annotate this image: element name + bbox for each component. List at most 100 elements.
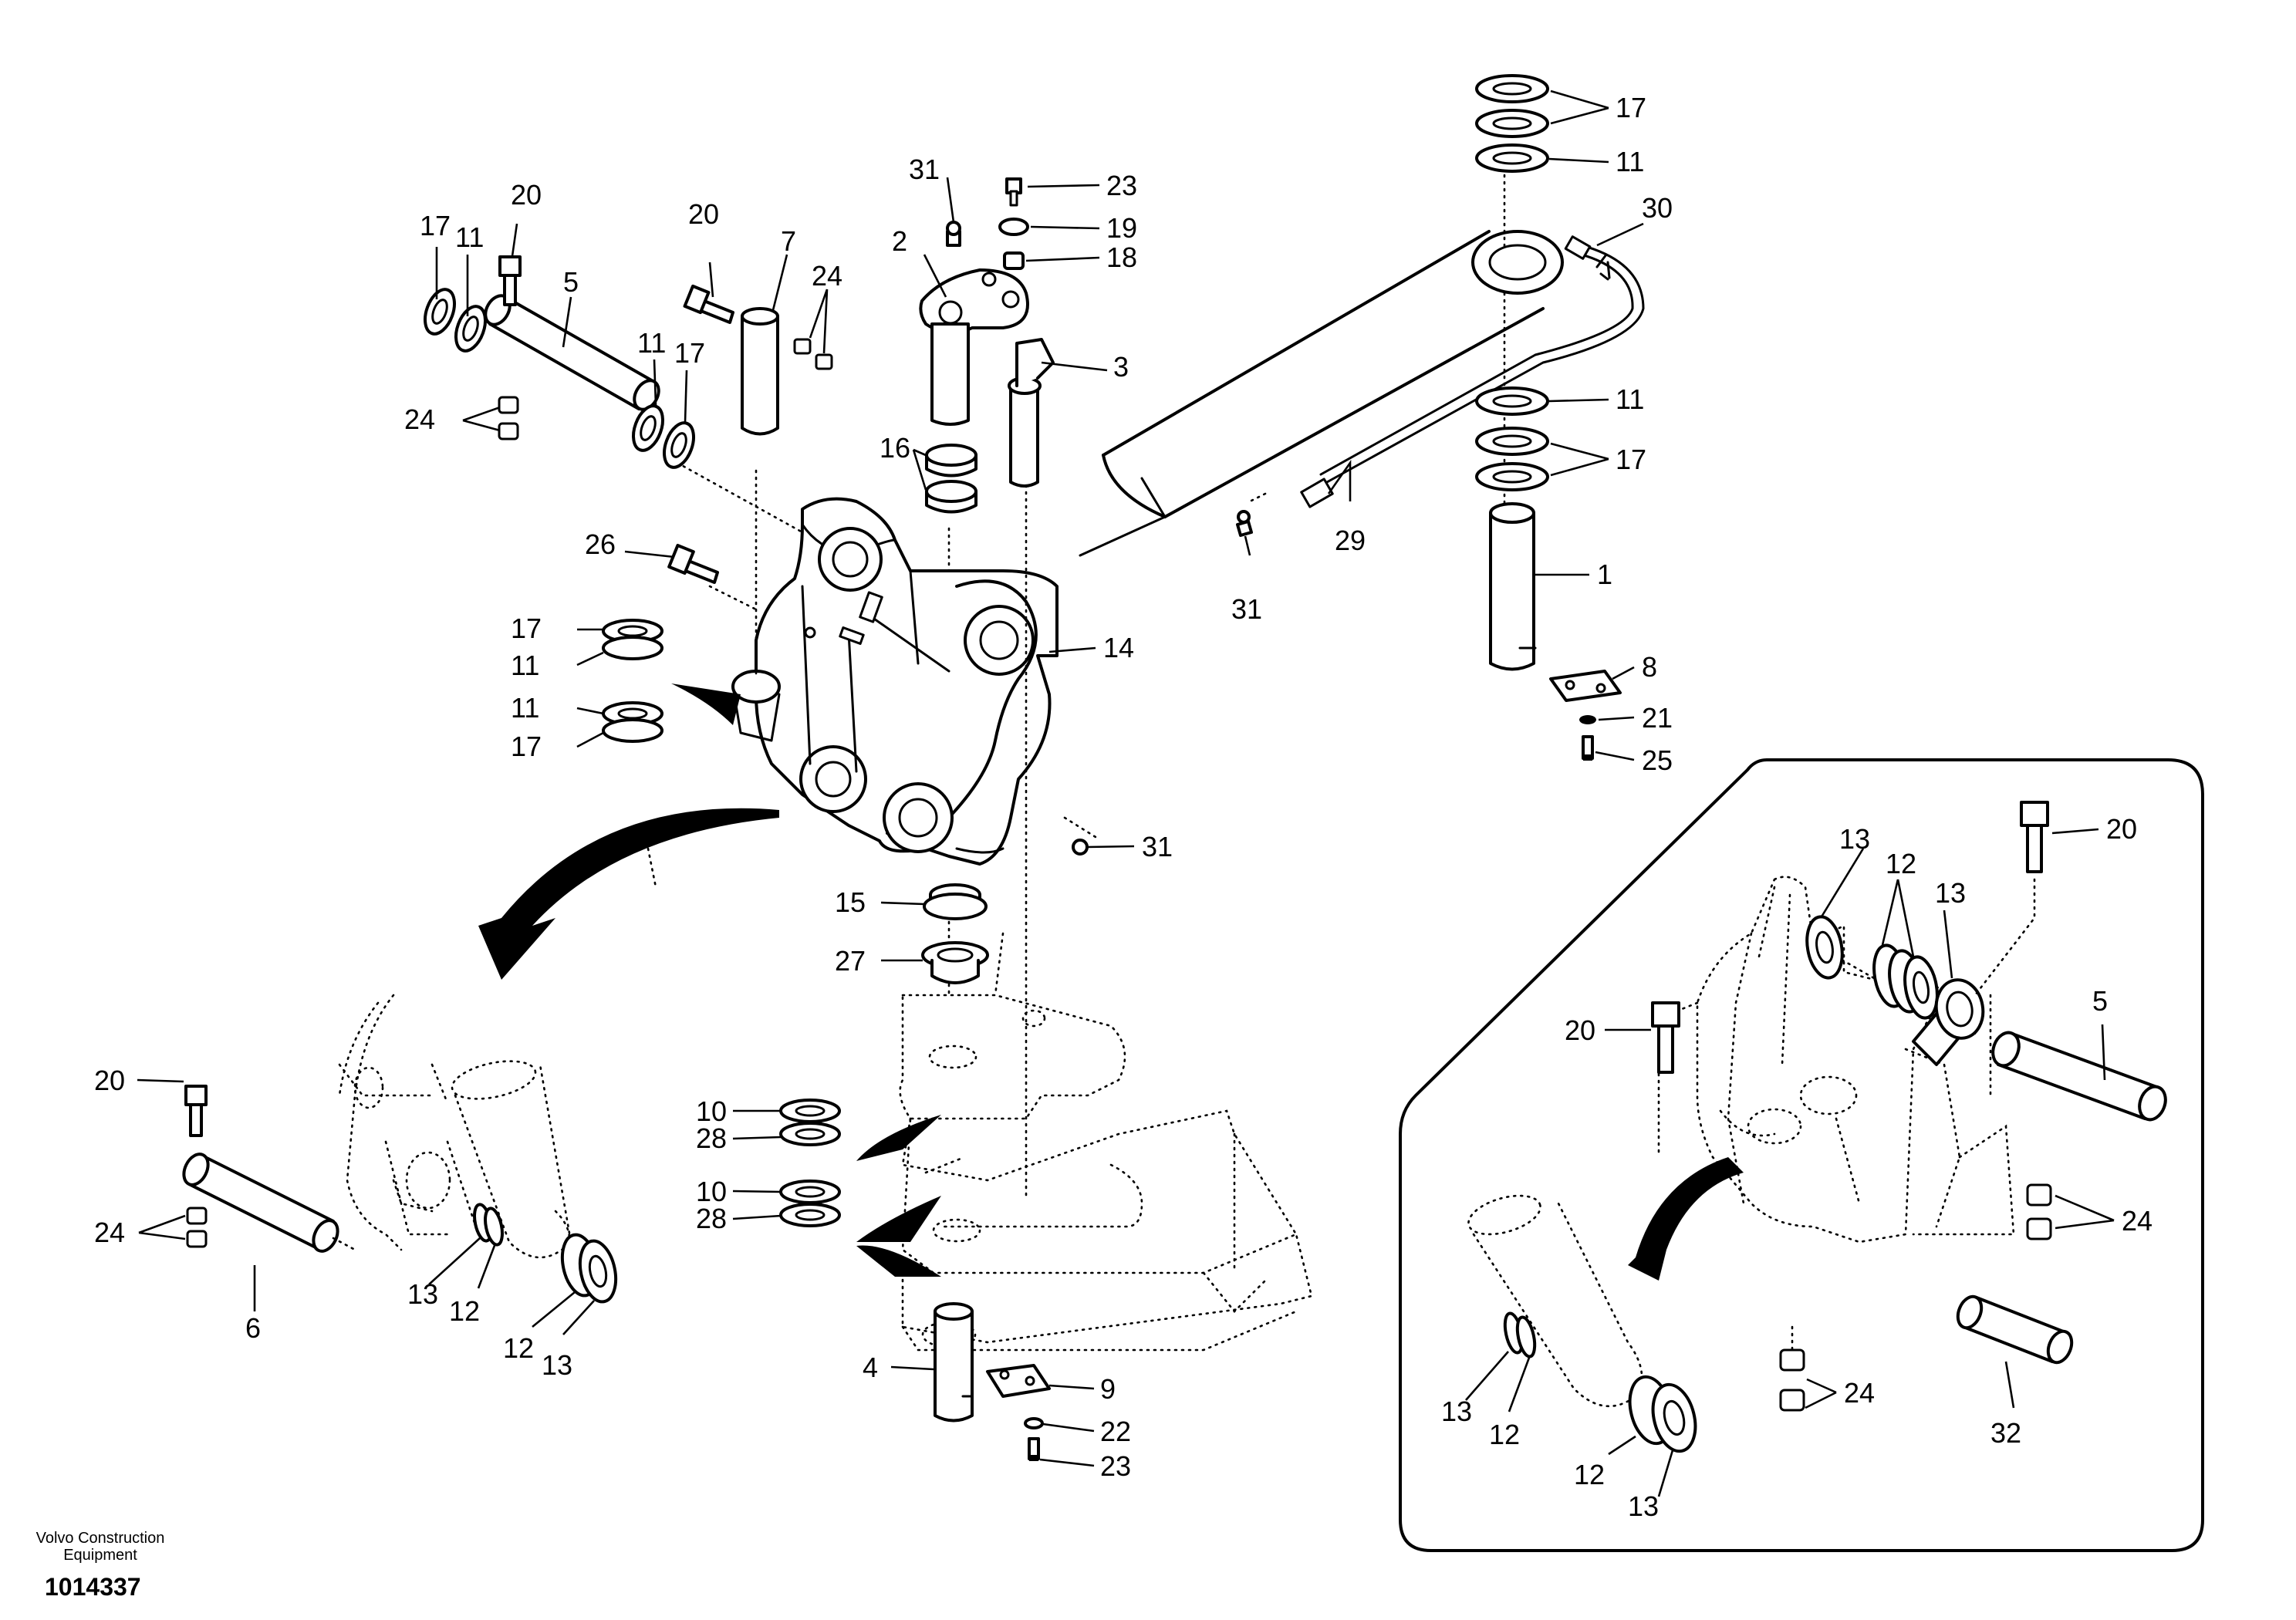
- pin-7: [741, 307, 779, 436]
- label-32: 32: [1990, 1417, 2021, 1449]
- company-name-line1: Volvo Construction: [36, 1530, 165, 1547]
- label-12: 12: [449, 1295, 480, 1327]
- label-6: 6: [245, 1312, 261, 1344]
- label-23: 23: [1106, 170, 1137, 201]
- label-30: 30: [1642, 192, 1673, 224]
- washer-17-mid-right-b: [1475, 462, 1549, 491]
- washer-28-lower: [779, 1203, 841, 1227]
- washer-21: [1579, 715, 1596, 724]
- label-21: 21: [1642, 702, 1673, 734]
- label-17: 17: [420, 210, 451, 241]
- washer-19: [998, 218, 1029, 236]
- label-13: 13: [407, 1278, 438, 1310]
- bucket-frame-dotted: [899, 932, 1313, 1352]
- label-14: 14: [1103, 632, 1134, 663]
- label-11: 11: [1616, 383, 1644, 415]
- label-24: 24: [94, 1217, 125, 1248]
- pin-6: [182, 1153, 356, 1253]
- label-11: 11: [455, 221, 484, 253]
- coupler-bracket: [731, 497, 1059, 866]
- inset-spacer-13-12-bottom: [1503, 1311, 1537, 1358]
- label-3: 3: [1113, 351, 1129, 383]
- bolt-20-top-left: [498, 255, 522, 306]
- label-20: 20: [2106, 813, 2137, 845]
- washer-28-upper: [779, 1122, 841, 1146]
- inset-pin-5: [1991, 1031, 2167, 1122]
- label-9: 9: [1100, 1373, 1116, 1405]
- drawing-number: 1014337: [45, 1573, 141, 1601]
- label-10: 10: [696, 1095, 727, 1127]
- grease-fitting-31-mid: [1072, 839, 1089, 856]
- part-labels: 17 11 20 5 11 17 24 20 7 24 2 31 23 19 1…: [94, 92, 2152, 1522]
- label-23: 23: [1100, 1450, 1131, 1482]
- washer-17-mid-left-bottom: [602, 718, 663, 743]
- washer-11-top-mid: [632, 404, 664, 452]
- label-20: 20: [1565, 1014, 1595, 1046]
- bolt-23-top: [1005, 177, 1022, 207]
- label-12: 12: [1489, 1419, 1520, 1450]
- pin-3: [1008, 338, 1055, 488]
- label-17: 17: [1616, 92, 1646, 123]
- label-27: 27: [835, 945, 866, 977]
- label-28: 28: [696, 1203, 727, 1234]
- bushing-15: [923, 883, 988, 920]
- washer-17-top-right-b: [1475, 109, 1549, 138]
- cylinder-dotted-left: [451, 1060, 572, 1259]
- washer-11-mid-left-top: [602, 636, 663, 660]
- bushing-16-lower: [925, 480, 977, 514]
- label-5: 5: [563, 266, 579, 298]
- label-19: 19: [1106, 212, 1137, 244]
- plate-9: [986, 1364, 1051, 1398]
- washer-22: [1024, 1417, 1044, 1429]
- pointer-arrows-bucket: [856, 1115, 941, 1277]
- label-8: 8: [1642, 651, 1657, 683]
- washer-10-upper: [779, 1099, 841, 1123]
- label-24: 24: [1844, 1377, 1875, 1409]
- leader-lines: [137, 89, 2115, 1497]
- washer-17-top-left: [424, 288, 456, 336]
- nuts-24-top-mid: [793, 338, 833, 370]
- boom-arm: [1079, 230, 1564, 557]
- label-20: 20: [511, 179, 542, 211]
- bolt-20-bottom-left: [184, 1085, 208, 1137]
- label-5: 5: [2092, 985, 2108, 1017]
- nuts-24-bottom-left: [186, 1207, 208, 1248]
- washer-17-top-right-a: [1475, 74, 1549, 103]
- pin-4: [934, 1302, 974, 1423]
- inset-panel: [1399, 758, 2204, 1552]
- label-13: 13: [1935, 877, 1966, 909]
- inset-bracket-dotted: [1657, 876, 2015, 1244]
- nuts-24-top-left: [498, 396, 519, 440]
- washer-11-top-left: [454, 305, 487, 353]
- label-4: 4: [863, 1352, 878, 1383]
- label-11: 11: [511, 692, 539, 724]
- bolt-23-bottom: [1028, 1437, 1040, 1461]
- label-11: 11: [1616, 146, 1644, 177]
- direction-arrow-main: [478, 808, 779, 980]
- label-24: 24: [2122, 1205, 2152, 1237]
- label-20: 20: [688, 198, 719, 230]
- label-17: 17: [511, 731, 542, 762]
- inset-cylinder-dotted: [1467, 1194, 1643, 1408]
- label-12: 12: [1574, 1459, 1605, 1490]
- label-2: 2: [892, 225, 907, 257]
- grease-fitting-31-right: [1236, 510, 1253, 537]
- label-20: 20: [94, 1065, 125, 1096]
- label-22: 22: [1100, 1416, 1131, 1447]
- inset-washers-12-13-bottom: [1628, 1375, 1697, 1453]
- inset-spacer-13: [1912, 978, 1985, 1066]
- pin-5-top: [484, 294, 660, 411]
- nut-18: [1003, 251, 1025, 270]
- bolt-25: [1582, 735, 1594, 761]
- label-29: 29: [1335, 525, 1366, 556]
- label-31: 31: [909, 154, 940, 185]
- label-17: 17: [1616, 444, 1646, 475]
- label-11: 11: [511, 650, 539, 681]
- label-31: 31: [1231, 593, 1262, 625]
- label-13: 13: [1441, 1396, 1472, 1427]
- washers-12-13-left: [560, 1233, 618, 1304]
- label-15: 15: [835, 886, 866, 918]
- link-dotted-left: [338, 994, 480, 1251]
- washer-17-top-mid: [663, 421, 695, 469]
